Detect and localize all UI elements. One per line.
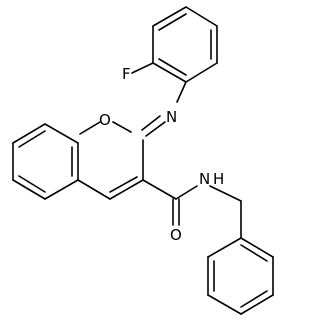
bond: [207, 237, 242, 258]
carbonyl-oxygen-label: O: [170, 226, 182, 244]
bond: [240, 237, 274, 258]
fluorophenyl-ring: [152, 6, 218, 83]
bond: [109, 179, 144, 200]
c-c-amide-bond: [142, 179, 177, 200]
imine-nitrogen-label: N: [166, 108, 177, 126]
c-f-bond: [131, 62, 154, 74]
molecule-diagram: F N O O N H: [0, 0, 284, 326]
c-n-double-bond-inner: [141, 115, 161, 131]
c-n-double-bond: [145, 121, 166, 137]
double-bond-inner: [158, 13, 187, 31]
bond: [207, 294, 242, 315]
double-bond-inner: [240, 244, 268, 262]
bond: [152, 6, 187, 27]
bond: [185, 6, 218, 27]
bond: [79, 121, 101, 135]
bond: [152, 62, 187, 83]
amide-nitrogen-label: N: [199, 170, 210, 188]
amide-hydrogen-label: H: [213, 170, 224, 188]
background: [0, 0, 284, 326]
bond: [240, 294, 274, 315]
n-ch2-bond: [209, 185, 242, 202]
pyran-ring: [77, 121, 144, 200]
bond: [12, 179, 46, 200]
c-n-amide-bond: [175, 185, 198, 200]
fluorine-label: F: [122, 65, 131, 83]
bond: [185, 62, 218, 83]
double-bond-inner: [158, 58, 187, 76]
bond: [44, 123, 79, 144]
bond: [112, 121, 132, 133]
double-bond-inner: [109, 176, 138, 193]
double-bond-inner: [240, 290, 268, 308]
ring-oxygen-label: O: [99, 111, 111, 129]
phenyl-ring: [207, 237, 274, 315]
structure-svg: F N O O N H: [0, 0, 284, 326]
bond: [12, 123, 46, 144]
double-bond-inner: [18, 130, 46, 148]
bond: [77, 179, 111, 200]
c-n-bond: [176, 81, 187, 103]
bond: [44, 179, 79, 200]
benzo-ring: [12, 123, 79, 200]
double-bond-inner: [18, 175, 46, 193]
